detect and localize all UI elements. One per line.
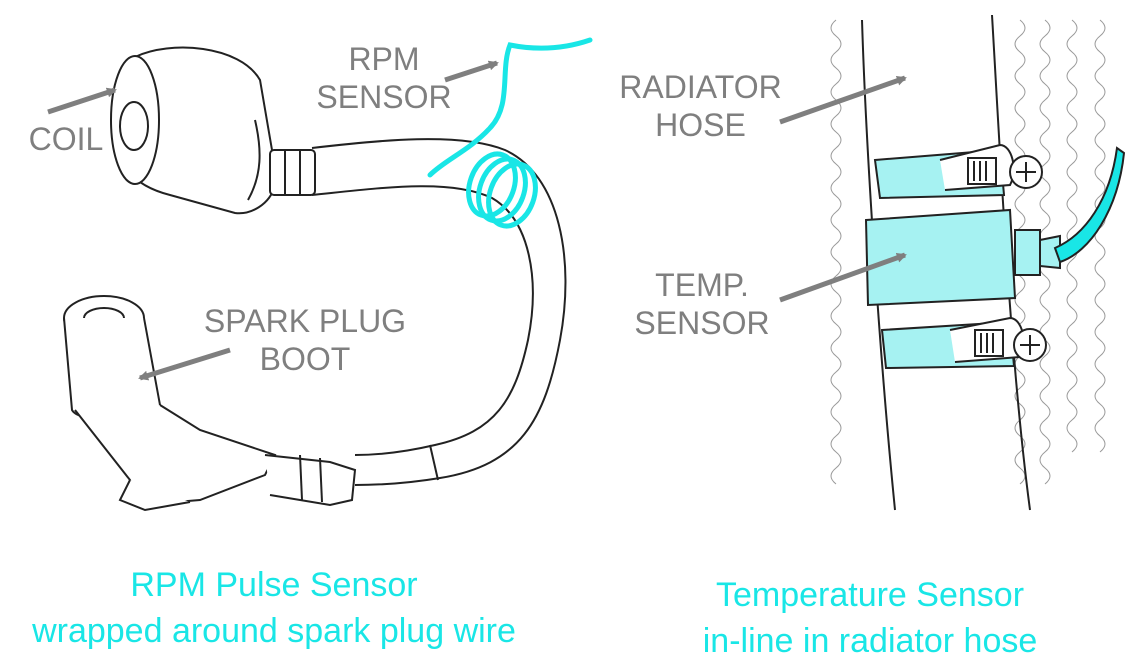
spark-plug-boot-label-line2: BOOT: [259, 341, 351, 377]
hose-clamp-lower: [880, 316, 1047, 370]
left-label-arrows: [47, 60, 499, 381]
right-label-arrows: [779, 75, 907, 303]
spark-plug-boot: [63, 295, 357, 512]
temperature-sensor-caption-line2: in-line in radiator hose: [702, 622, 1038, 660]
spark-plug-wire: [311, 138, 567, 486]
spark-plug-boot-label: SPARK PLUG BOOT: [180, 302, 430, 378]
hose-clamp-upper: [873, 143, 1043, 200]
spark-plug-boot-label-line1: SPARK PLUG: [203, 303, 407, 339]
rpm-sensor-label-line1: RPM: [348, 41, 420, 77]
radiator-hose-label-line1: RADIATOR: [619, 69, 782, 105]
radiator-hose-label-line2: HOSE: [655, 107, 746, 143]
temp-sensor-label-line2: SENSOR: [634, 305, 770, 341]
temp-sensor-label: TEMP. SENSOR: [612, 266, 792, 342]
rpm-sensor-label: RPM SENSOR: [304, 40, 464, 116]
temperature-sensor: [864, 208, 1061, 307]
temp-sensor-wire: [1053, 146, 1126, 264]
rpm-sensor-caption-line2: wrapped around spark plug wire: [32, 612, 516, 650]
rpm-sensor-label-line2: SENSOR: [316, 79, 452, 115]
coil-label: COIL: [18, 120, 114, 158]
coil-label-text: COIL: [28, 121, 104, 157]
coil-output-connector: [269, 149, 316, 196]
rpm-sensor-wire: [427, 37, 593, 229]
rpm-sensor-caption-line1: RPM Pulse Sensor: [130, 566, 418, 604]
temperature-sensor-caption-line1: Temperature Sensor: [715, 576, 1025, 614]
temperature-sensor-caption: Temperature Sensor in-line in radiator h…: [640, 572, 1100, 664]
temp-sensor-label-line1: TEMP.: [655, 267, 749, 303]
rpm-sensor-caption: RPM Pulse Sensor wrapped around spark pl…: [0, 562, 548, 654]
radiator-hose-label: RADIATOR HOSE: [598, 68, 803, 144]
ignition-coil: [110, 46, 277, 215]
